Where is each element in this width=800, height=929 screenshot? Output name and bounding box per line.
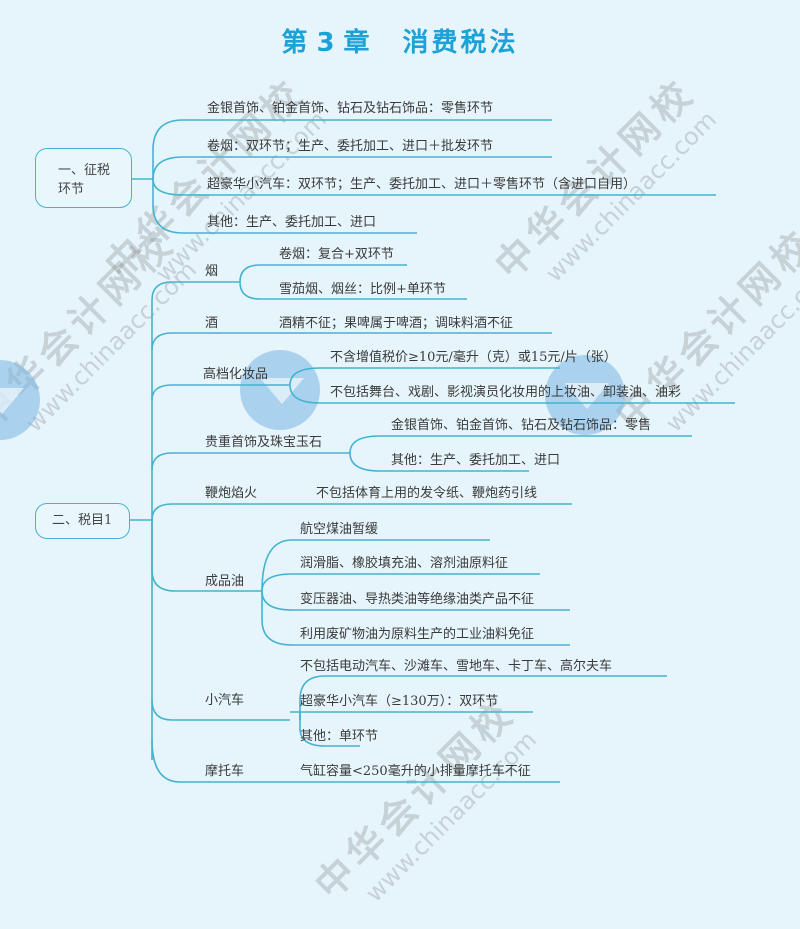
branch-item: 不包括电动汽车、沙滩车、雪地车、卡丁车、高尔夫车 [300,659,613,674]
tax-stage-item: 超豪华小汽车：双环节；生产、委托加工、进口＋零售环节（含进口自用） [207,177,637,192]
branch-label-refined-oil: 成品油 [205,574,245,589]
section-label: 二、税目1 [52,513,113,528]
tax-stage-item: 金银首饰、铂金首饰、钻石及钻石饰品：零售环节 [207,101,494,116]
branch-label-fireworks: 鞭炮焰火 [205,486,258,501]
branch-item: 航空煤油暂缓 [300,522,379,537]
branch-item: 卷烟：复合+双环节 [279,247,394,262]
section-label-line1: 一、征税 [58,163,111,178]
tax-stage-item: 其他：生产、委托加工、进口 [207,215,377,230]
branch-item: 气缸容量<250毫升的小排量摩托车不征 [300,764,531,779]
branch-item: 雪茄烟、烟丝：比例+单环节 [279,282,446,297]
tax-stage-item: 卷烟：双环节；生产、委托加工、进口＋批发环节 [207,139,494,154]
section-node-tax-stage: 一、征税 环节 [35,148,132,208]
mindmap-connectors [130,119,735,783]
branch-label-cosmetics: 高档化妆品 [203,367,269,382]
branch-label-tobacco: 烟 [205,264,219,279]
section-node-tax-items: 二、税目1 [35,503,130,539]
branch-label-jewelry: 贵重首饰及珠宝玉石 [205,435,323,450]
branch-item: 不包括体育上用的发令纸、鞭炮药引线 [316,486,538,501]
branch-item: 其他：生产、委托加工、进口 [391,453,561,468]
branch-item: 金银首饰、铂金首饰、钻石及钻石饰品：零售 [391,418,652,433]
branch-label-motorcycle: 摩托车 [205,764,245,779]
branch-item: 润滑脂、橡胶填充油、溶剂油原料征 [300,556,509,571]
branch-item: 超豪华小汽车（≥130万）：双环节 [300,694,499,709]
branch-label-alcohol: 酒 [205,316,219,331]
branch-item: 变压器油、导热类油等绝缘油类产品不征 [300,592,535,607]
branch-item: 酒精不征；果啤属于啤酒；调味料酒不征 [279,316,514,331]
branch-label-car: 小汽车 [205,693,245,708]
branch-item: 不包括舞台、戏剧、影视演员化妆用的上妆油、卸装油、油彩 [330,385,682,400]
branch-item: 其他：单环节 [300,729,379,744]
section-label-line2: 环节 [58,182,85,197]
branch-item: 不含增值税价≥10元/毫升（克）或15元/片（张） [330,350,617,365]
branch-item: 利用废矿物油为原料生产的工业油料免征 [300,627,535,642]
